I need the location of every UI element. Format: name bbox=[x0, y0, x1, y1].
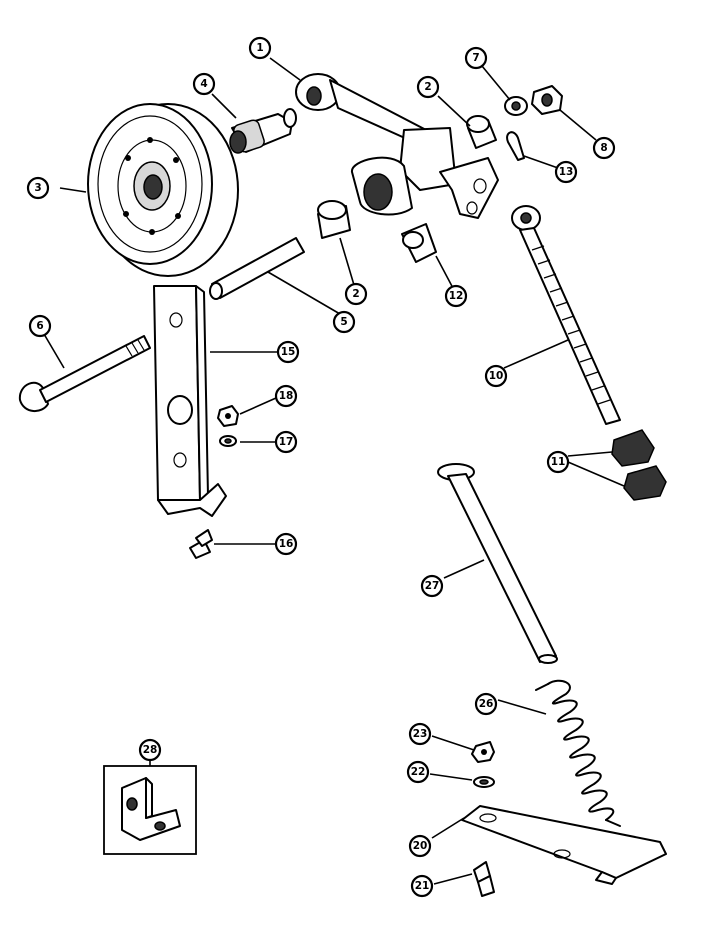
callout-12: 12 bbox=[444, 284, 468, 308]
callout-23: 23 bbox=[408, 722, 432, 746]
callout-label: 21 bbox=[415, 880, 430, 892]
callout-label: 12 bbox=[449, 290, 464, 302]
callout-4: 4 bbox=[192, 72, 216, 96]
callout-label: 6 bbox=[36, 320, 43, 332]
clevis-pin bbox=[401, 223, 437, 263]
callout-15: 15 bbox=[276, 340, 300, 364]
washer bbox=[504, 96, 528, 116]
spring-anchor-bracket bbox=[461, 805, 667, 885]
callout-label: 15 bbox=[281, 346, 296, 358]
eye-bolt bbox=[511, 205, 621, 425]
callout-label: 13 bbox=[559, 166, 574, 178]
bushing-lower bbox=[317, 200, 351, 239]
callout-label: 16 bbox=[279, 538, 294, 550]
callout-label: 2 bbox=[424, 81, 431, 93]
callout-label: 8 bbox=[600, 142, 607, 154]
callout-label: 23 bbox=[413, 728, 428, 740]
callout-7: 7 bbox=[464, 46, 488, 70]
callout-label: 7 bbox=[472, 52, 479, 64]
callout-label: 20 bbox=[413, 840, 428, 852]
leader-lines bbox=[43, 57, 625, 885]
callout-2: 2 bbox=[416, 75, 440, 99]
callout-label: 5 bbox=[340, 316, 347, 328]
callout-26: 26 bbox=[474, 692, 498, 716]
spring-washer bbox=[473, 776, 495, 788]
nut-upper bbox=[531, 85, 563, 115]
callout-13: 13 bbox=[554, 160, 578, 184]
callout-22: 22 bbox=[406, 760, 430, 784]
callout-label: 4 bbox=[200, 78, 207, 90]
callout-label: 17 bbox=[279, 436, 294, 448]
callout-28: 28 bbox=[138, 738, 162, 762]
callout-27: 27 bbox=[420, 574, 444, 598]
callout-11: 11 bbox=[546, 450, 570, 474]
bushing-upper bbox=[466, 115, 497, 149]
callout-16: 16 bbox=[274, 532, 298, 556]
callout-20: 20 bbox=[408, 834, 432, 858]
idler-arm bbox=[295, 73, 499, 219]
callout-label: 10 bbox=[489, 370, 504, 382]
callout-3: 3 bbox=[26, 176, 50, 200]
callout-label: 18 bbox=[279, 390, 294, 402]
bracket-cap-screw bbox=[189, 529, 213, 559]
bracket-lock-washer bbox=[219, 435, 237, 447]
compression-spring bbox=[535, 679, 621, 827]
shaft-tube bbox=[209, 237, 305, 300]
callout-5: 5 bbox=[332, 310, 356, 334]
callout-label: 26 bbox=[479, 698, 494, 710]
callout-1: 1 bbox=[248, 36, 272, 60]
callout-label: 22 bbox=[411, 766, 426, 778]
jam-nuts bbox=[611, 429, 667, 501]
callout-8: 8 bbox=[592, 136, 616, 160]
bearing-spacer bbox=[229, 108, 297, 154]
callout-label: 1 bbox=[256, 42, 263, 54]
callout-17: 17 bbox=[274, 430, 298, 454]
spring-rod bbox=[437, 463, 558, 664]
spring-nut bbox=[471, 741, 495, 763]
callout-label: 11 bbox=[551, 456, 566, 468]
callout-6: 6 bbox=[28, 314, 52, 338]
callout-10: 10 bbox=[484, 364, 508, 388]
idler-pulley bbox=[87, 103, 239, 277]
callout-label: 2 bbox=[352, 288, 359, 300]
callout-21: 21 bbox=[410, 874, 434, 898]
callout-18: 18 bbox=[274, 384, 298, 408]
bracket-nut bbox=[217, 405, 239, 427]
mounting-bracket bbox=[153, 285, 227, 517]
cotter-pin bbox=[506, 131, 525, 161]
inset-box bbox=[103, 760, 197, 855]
anchor-cap-screw bbox=[473, 861, 495, 897]
callout-label: 3 bbox=[34, 182, 41, 194]
callout-label: 28 bbox=[143, 744, 158, 756]
callout-label: 27 bbox=[425, 580, 440, 592]
carriage-bolt bbox=[18, 335, 151, 412]
callout-2: 2 bbox=[344, 282, 368, 306]
